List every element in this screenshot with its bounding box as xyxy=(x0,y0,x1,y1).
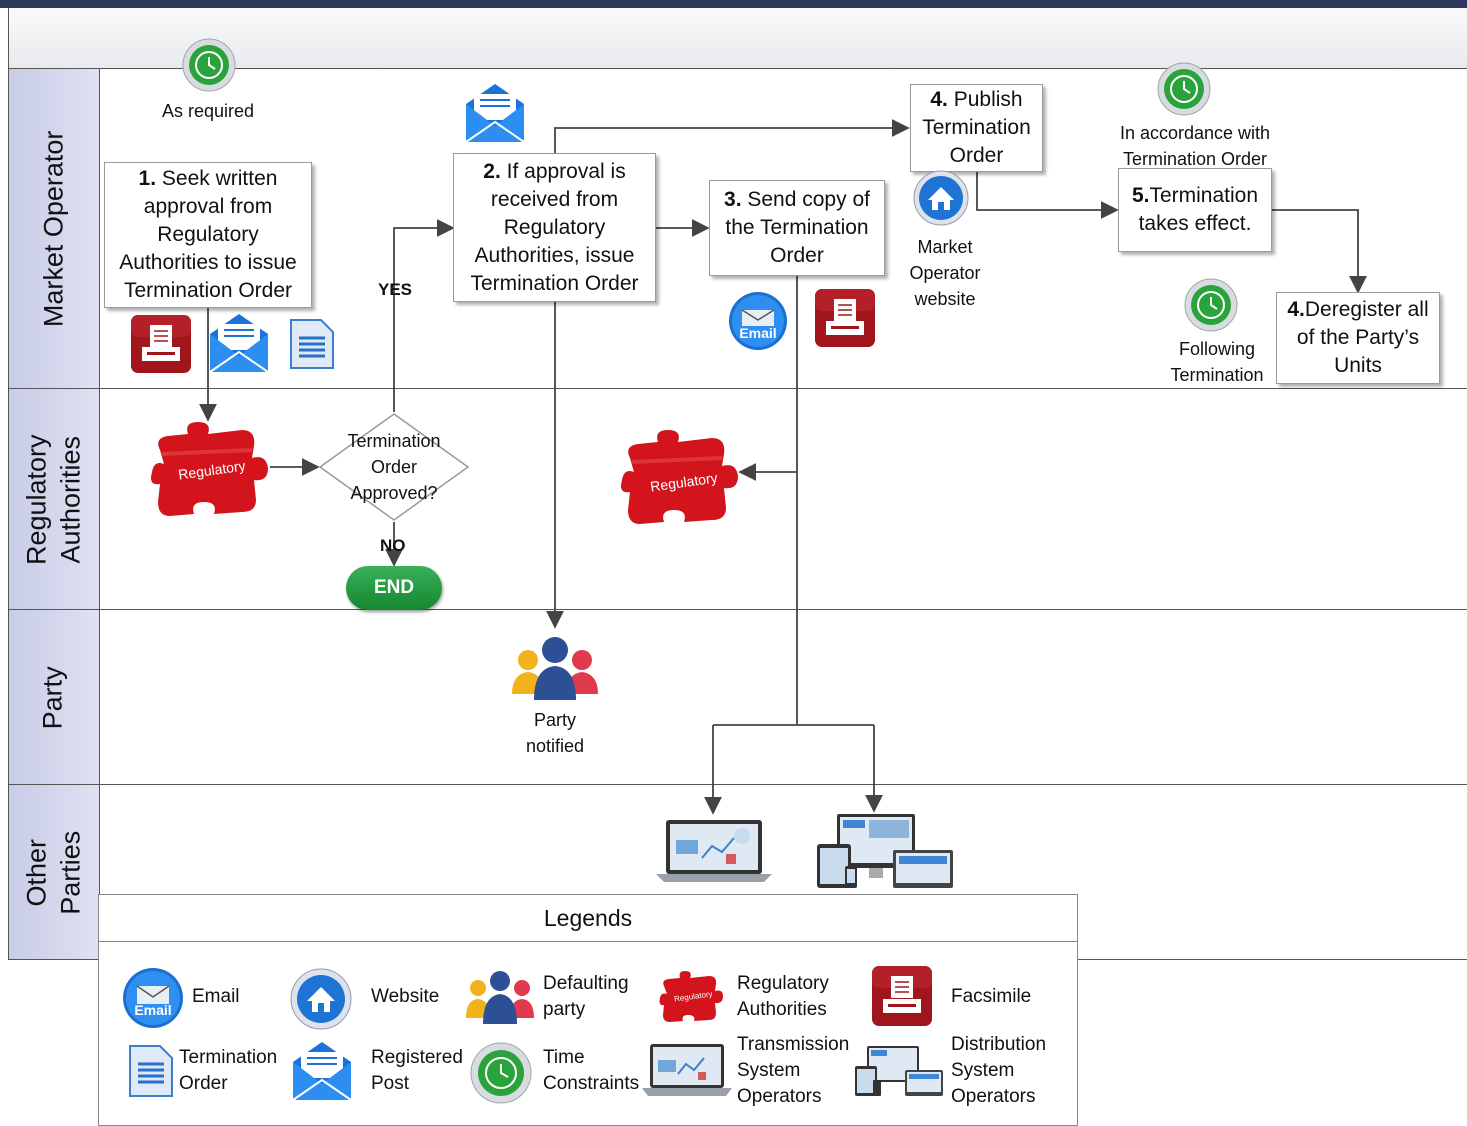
lane-label-market-operator: Market Operator xyxy=(8,69,100,389)
lane-label-regulatory-authorities: Regulatory Authorities xyxy=(8,389,100,610)
fax-icon xyxy=(131,315,191,373)
lane-label-party: Party xyxy=(8,610,100,785)
website-icon xyxy=(290,968,352,1030)
document-icon xyxy=(290,319,334,369)
top-bar xyxy=(0,0,1467,8)
devices-icon xyxy=(855,1046,943,1096)
email-icon-label: Email xyxy=(739,325,777,341)
clock-icon xyxy=(1184,278,1238,332)
legend-defaulting-label: Defaulting party xyxy=(543,973,629,1020)
envelope-icon xyxy=(209,314,269,373)
step-3-box: 3. Send copy of the Termination Order xyxy=(709,180,885,276)
legend-tso-label: Transmission System Operators xyxy=(737,1034,850,1107)
laptop-icon xyxy=(642,1044,732,1096)
caption-following-termination: Following Termination xyxy=(1170,339,1264,385)
step-deregister-box: 4.Deregister all of the Party’s Units xyxy=(1276,292,1440,384)
legend-time-constraints-label: Time Constraints xyxy=(543,1047,640,1094)
clock-icon xyxy=(470,1042,532,1104)
decision-diamond xyxy=(318,413,470,521)
lane-divider xyxy=(1078,959,1467,960)
step-1-box: 1. Seek written approval from Regulatory… xyxy=(104,162,312,308)
lane-label-other-parties: Other Parties xyxy=(8,785,100,960)
party-icon xyxy=(512,637,598,700)
puzzle-icon: Regulatory xyxy=(151,420,270,516)
fax-icon xyxy=(815,289,875,347)
legend-website-label: Website xyxy=(371,986,440,1007)
email-icon: Email xyxy=(728,292,788,350)
envelope-icon xyxy=(292,1042,352,1101)
step-5-box: 5.Termination takes effect. xyxy=(1118,168,1272,252)
lane-divider xyxy=(8,959,98,960)
document-icon xyxy=(129,1045,173,1097)
email-icon-label: Email xyxy=(134,1002,172,1018)
lane-divider xyxy=(8,609,1467,610)
puzzle-icon: Regulatory xyxy=(659,970,724,1022)
caption-in-accordance: In accordance with Termination Order xyxy=(1119,123,1271,169)
step-2-box: 2. If approval is received from Regulato… xyxy=(453,153,656,302)
end-terminator: END xyxy=(346,566,442,610)
lane-divider xyxy=(8,388,1467,389)
step-4-box: 4. Publish Termination Order xyxy=(910,84,1043,172)
diagram-header xyxy=(8,8,1467,69)
clock-icon xyxy=(1157,62,1211,116)
legend-dso-label: Distribution System Operators xyxy=(951,1034,1047,1107)
lane-divider xyxy=(8,68,1467,69)
legend-registered-post-label: Registered Post xyxy=(371,1047,463,1094)
caption-market-operator-website: Market Operator website xyxy=(909,237,981,309)
caption-as-required: As required xyxy=(161,101,255,121)
legend-regulatory-label: Regulatory Authorities xyxy=(737,973,829,1020)
legend-termination-order-label: Termination Order xyxy=(179,1047,278,1094)
decision-yes-label: YES xyxy=(378,280,413,299)
party-icon xyxy=(466,971,534,1024)
puzzle-icon: Regulatory xyxy=(621,428,740,524)
decision-no-label: NO xyxy=(380,536,406,555)
lane-divider xyxy=(8,784,1467,785)
legend-email-label: Email xyxy=(192,986,240,1007)
fax-icon xyxy=(872,966,932,1026)
legend-facsimile-label: Facsimile xyxy=(951,986,1032,1007)
devices-icon xyxy=(817,814,953,888)
decision-text: Termination Order Approved? xyxy=(347,431,441,503)
caption-party-notified: Party notified xyxy=(525,710,585,756)
envelope-icon xyxy=(465,84,525,143)
laptop-icon xyxy=(656,820,772,882)
website-icon xyxy=(913,170,969,226)
email-icon: Email xyxy=(122,968,184,1028)
legend-title: Legends xyxy=(98,894,1078,942)
clock-icon xyxy=(182,38,236,92)
